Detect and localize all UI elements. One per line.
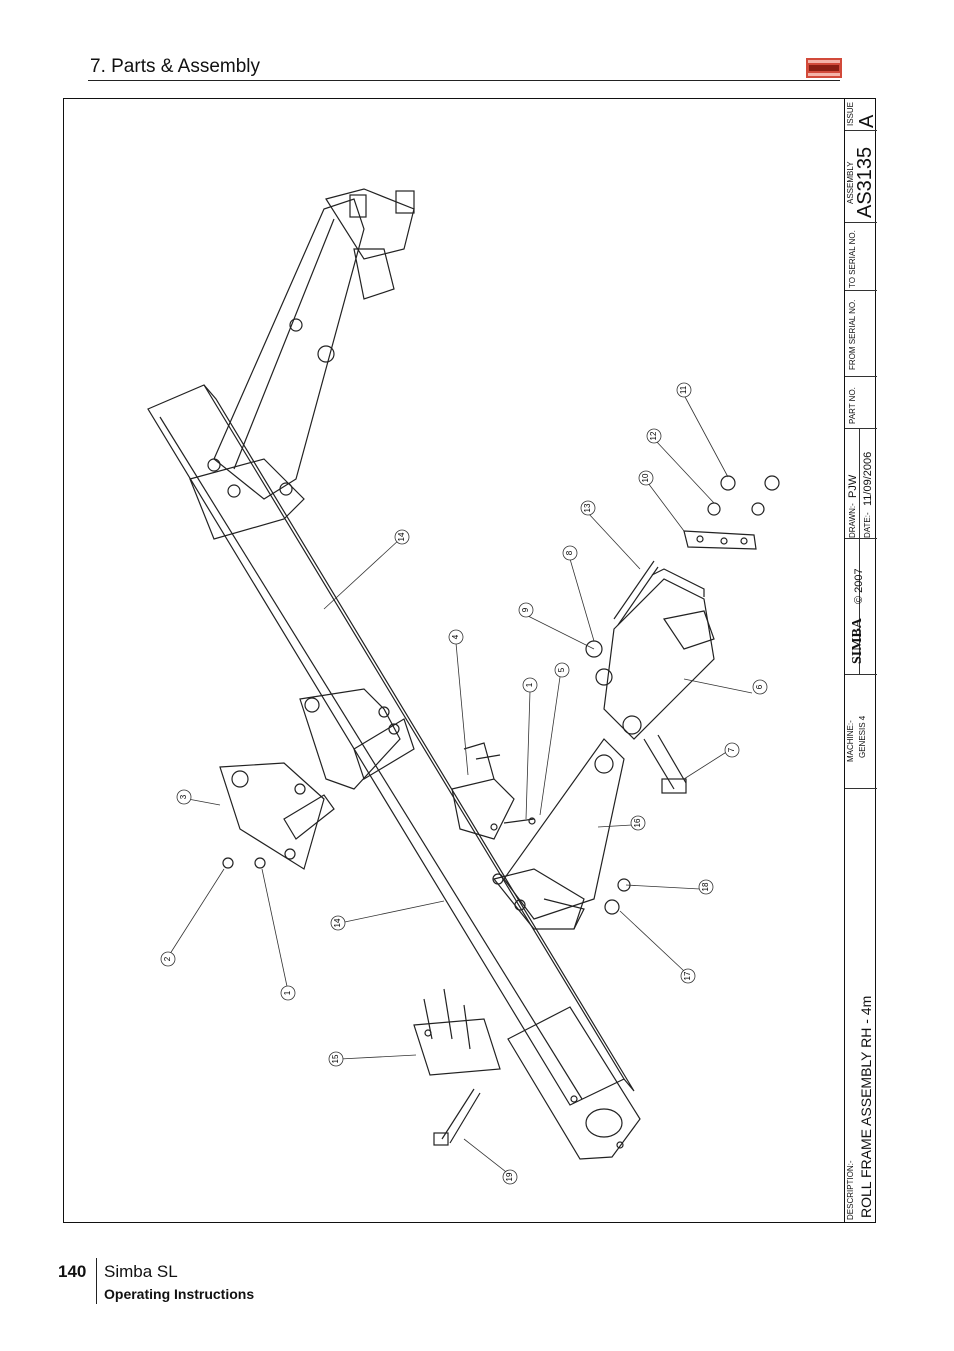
date-value: 11/09/2006 [862, 451, 874, 506]
assembly-drawing: 11 12 10 13 8 9 5 1 4 14 6 7 3 16 18 2 1… [147, 188, 780, 1185]
svg-text:8: 8 [565, 550, 574, 555]
copyright: © 2007 [853, 568, 865, 604]
drawn-label: DRAWN:- [848, 503, 857, 538]
to-serial-label: TO SERIAL NO. [848, 230, 857, 288]
callout-1-upper: 1 [522, 677, 538, 693]
machine-value: GENESIS 4 [858, 715, 867, 758]
callout-11: 11 [676, 382, 692, 398]
callout-19: 19 [502, 1169, 518, 1185]
callout-12: 12 [646, 428, 662, 444]
callout-9: 9 [518, 602, 534, 618]
callout-5: 5 [554, 662, 570, 678]
svg-text:18: 18 [701, 882, 710, 891]
svg-text:2: 2 [163, 956, 172, 961]
drawing-frame [63, 98, 876, 1223]
page-number: 140 [58, 1262, 87, 1281]
callout-13: 13 [580, 500, 596, 516]
section-title: 7. Parts & Assembly [90, 56, 261, 77]
svg-text:19: 19 [505, 1172, 514, 1181]
svg-text:13: 13 [583, 503, 592, 512]
svg-text:7: 7 [727, 747, 736, 752]
svg-text:12: 12 [649, 431, 658, 440]
svg-text:9: 9 [521, 607, 530, 612]
svg-text:5: 5 [557, 667, 566, 672]
machine-label: MACHINE:- [846, 720, 855, 762]
svg-text:17: 17 [683, 971, 692, 980]
callout-14-upper: 14 [394, 529, 410, 545]
callout-4: 4 [448, 629, 464, 645]
callout-7: 7 [724, 742, 740, 758]
from-serial-label: FROM SERIAL NO. [848, 299, 857, 370]
svg-text:14: 14 [333, 918, 342, 927]
description-value: ROLL FRAME ASSEMBLY RH - 4m [858, 995, 874, 1218]
svg-text:15: 15 [331, 1054, 340, 1063]
footer-subtitle: Operating Instructions [104, 1286, 255, 1302]
callout-3: 3 [176, 789, 192, 805]
callout-14-lower: 14 [330, 915, 346, 931]
brand-mark: SIMBA [850, 618, 865, 664]
callout-8: 8 [562, 545, 578, 561]
footer-rule [96, 1258, 97, 1304]
assembly-number: AS3135 [854, 146, 876, 218]
issue-value: A [856, 114, 878, 128]
callout-6: 6 [752, 679, 768, 695]
part-no-label: PART NO. [848, 387, 857, 424]
svg-text:10: 10 [641, 473, 650, 482]
callout-17: 17 [680, 968, 696, 984]
callout-1-lower: 1 [280, 985, 296, 1001]
callout-18: 18 [698, 879, 714, 895]
svg-text:16: 16 [633, 818, 642, 827]
svg-text:4: 4 [451, 634, 460, 639]
callout-16: 16 [630, 815, 646, 831]
svg-text:14: 14 [397, 532, 406, 541]
svg-text:1: 1 [283, 990, 292, 995]
footer-title: Simba SL [104, 1262, 178, 1281]
svg-text:3: 3 [179, 794, 188, 799]
svg-text:6: 6 [755, 684, 764, 689]
date-label: DATE:- [863, 512, 872, 538]
svg-text:1: 1 [525, 682, 534, 687]
description-label: DESCRIPTION:- [846, 1160, 855, 1220]
callout-2: 2 [160, 951, 176, 967]
drawn-value: PJW [847, 474, 859, 498]
callout-10: 10 [638, 470, 654, 486]
issue-label: ISSUE [846, 101, 855, 126]
header-rule [88, 80, 840, 81]
callout-15: 15 [328, 1051, 344, 1067]
simba-logo-icon [806, 58, 842, 78]
title-block: ISSUE A ASSEMBLY AS3135 TO SERIAL NO. FR… [844, 98, 878, 1223]
svg-text:11: 11 [679, 385, 688, 394]
